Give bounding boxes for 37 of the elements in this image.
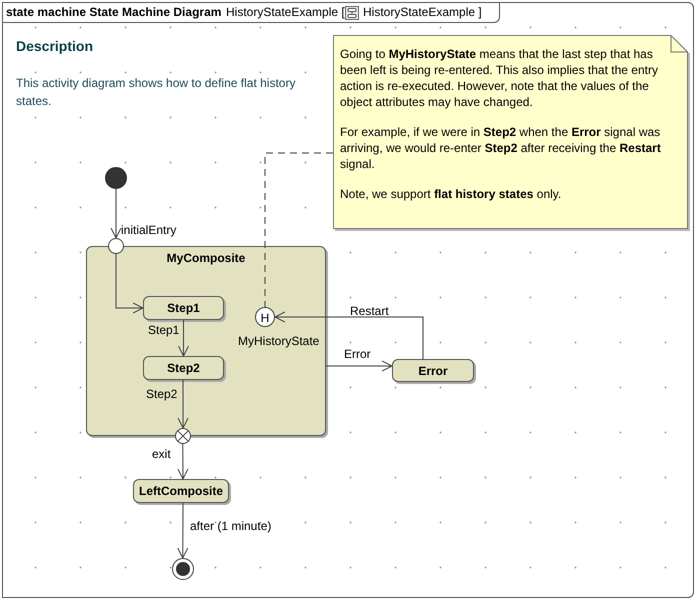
diagram-name: HistoryStateExample ] [363, 5, 482, 19]
transition-arrow [178, 320, 189, 356]
transition-arrow [177, 502, 188, 558]
note-text: For example, if we were in Step2 when the Error signal was arriving, we would re-enter Step2 after receiving the Restart signal. [340, 124, 662, 172]
note-text: Note, we support flat history states only. [340, 186, 562, 202]
state-title: MyComposite [166, 251, 246, 265]
state-box: LeftComposite [133, 479, 229, 503]
entry-point [108, 238, 124, 254]
edge-label: Step2 [146, 387, 178, 401]
exit-point [175, 428, 191, 444]
state-box: Error [392, 359, 474, 382]
state-box: Step1 [143, 296, 224, 320]
edge-label: Error [344, 347, 371, 361]
transition-arrow [178, 380, 189, 428]
composite-state [86, 246, 326, 436]
transition-arrow [177, 444, 188, 480]
state-box: Step2 [143, 356, 224, 380]
diagram-name: HistoryStateExample [ [226, 5, 345, 19]
diagram-title: state machine State Machine Diagram [6, 5, 222, 19]
transition-arrow [326, 360, 392, 372]
description-heading: Description [16, 38, 94, 54]
state-name-label: exit [152, 447, 171, 461]
note-anchor-line [264, 152, 334, 308]
note [333, 35, 688, 229]
edge-label: Step1 [148, 323, 180, 337]
state-name-label: initialEntry [121, 223, 176, 237]
transition-arrow [110, 188, 122, 238]
note-text: Going to MyHistoryState means that the last step that has been left is being re-entered. This also implies that the entry action is re-executed. However, note that the values of the object attributes may have changed. [340, 46, 659, 110]
history-state: H [255, 307, 275, 327]
transition-arrow [116, 254, 144, 314]
initial-state [105, 167, 127, 189]
final-state [172, 558, 194, 580]
edge-label: after (1 minute) [190, 519, 272, 533]
description-text: This activity diagram shows how to define flat history states. [16, 75, 296, 110]
edge-label: Restart [350, 304, 389, 318]
state-name-label: MyHistoryState [238, 334, 320, 348]
transition-arrow [274, 312, 424, 360]
